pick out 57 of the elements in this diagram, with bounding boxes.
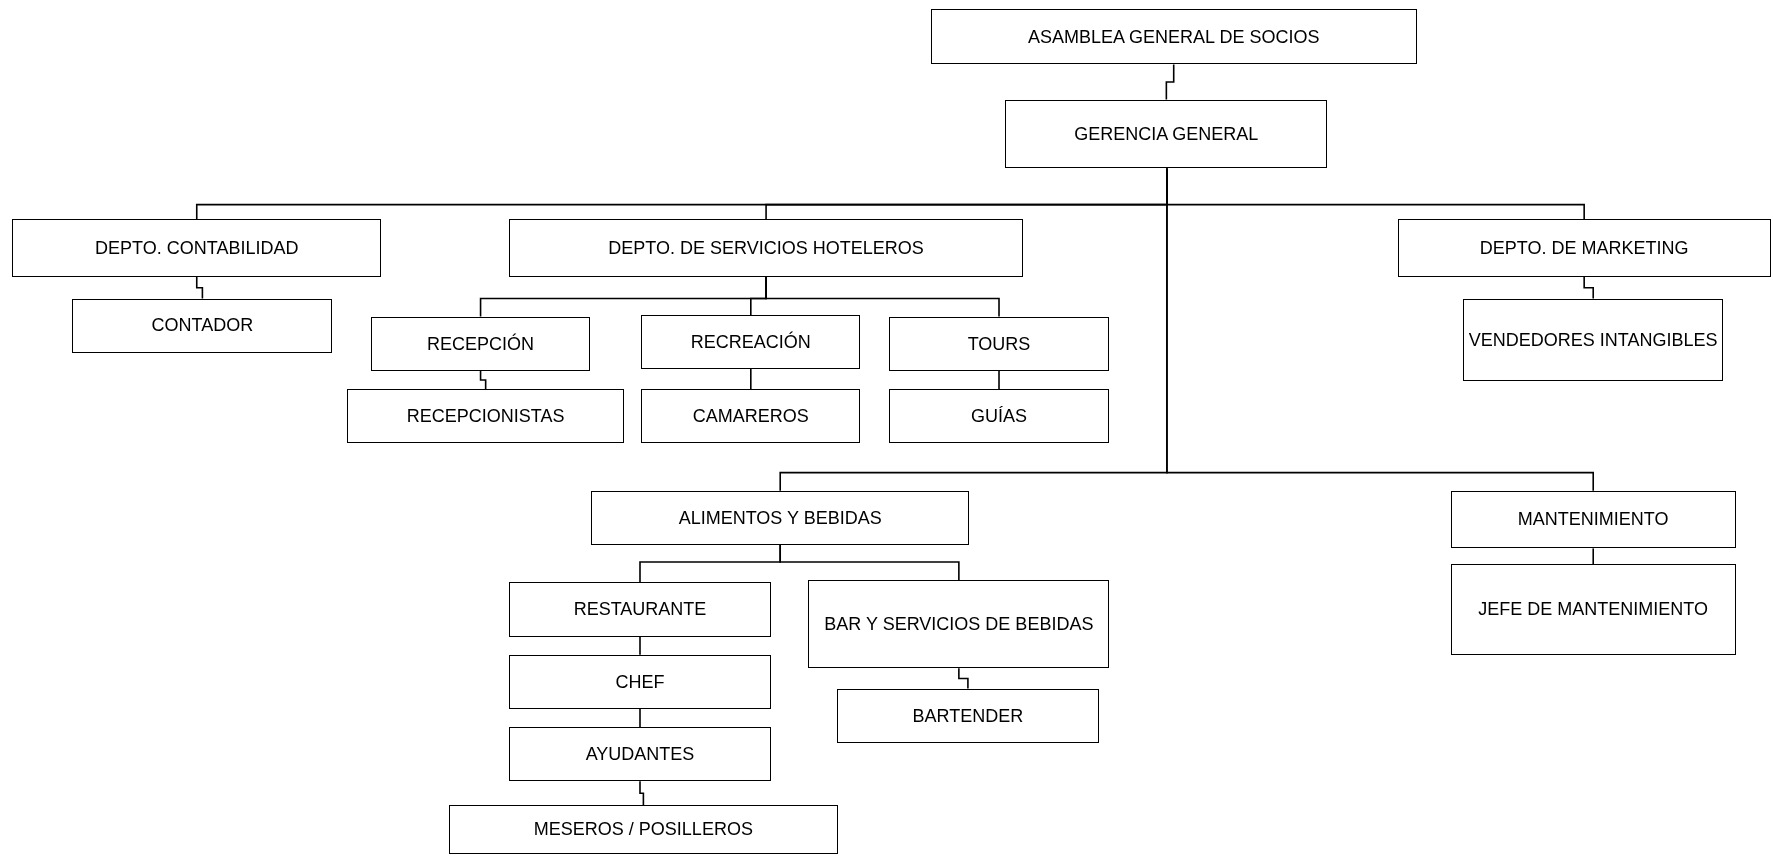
box-label: ALIMENTOS Y BEBIDAS <box>677 506 883 530</box>
org-box <box>808 580 1110 669</box>
org-box <box>1397 219 1771 277</box>
box-label: DEPTO. DE SERVICIOS HOTELEROS <box>607 237 925 261</box>
connector-line <box>1592 547 1594 566</box>
org-box <box>370 316 591 371</box>
box-label: DEPTO. DE MARKETING <box>1478 237 1690 261</box>
box-label: AYUDANTES <box>584 743 696 767</box>
box-label: RECREACIÓN <box>689 330 812 354</box>
org-box <box>72 298 333 353</box>
org-box <box>508 582 772 637</box>
box-label: CAMAREROS <box>691 404 810 428</box>
org-box <box>888 388 1110 444</box>
connector-line <box>958 667 969 690</box>
connector-line <box>639 635 641 656</box>
connector-line <box>998 370 1000 390</box>
org-box <box>1005 99 1328 169</box>
box-label: MANTENIMIENTO <box>1516 508 1670 532</box>
org-box <box>641 388 861 444</box>
box-label: RECEPCIONISTAS <box>405 404 566 428</box>
org-box <box>1463 298 1724 382</box>
org-box <box>508 219 1024 277</box>
box-label: TOURS <box>966 332 1032 356</box>
box-label: JEFE DE MANTENIMIENTO <box>1477 598 1710 622</box>
connector-line <box>1583 276 1594 300</box>
org-box <box>930 9 1417 65</box>
box-label: CONTADOR <box>150 314 255 338</box>
box-label: RESTAURANTE <box>572 598 708 622</box>
box-label: BAR Y SERVICIOS DE BEBIDAS <box>823 613 1095 636</box>
box-label: RECEPCIÓN <box>426 332 536 356</box>
connector-line <box>195 276 204 300</box>
connector-line <box>750 367 752 390</box>
connector-line <box>639 780 645 806</box>
org-box <box>448 805 838 854</box>
box-label: GUÍAS <box>970 404 1028 428</box>
box-label: MESEROS / POSILLEROS <box>532 818 754 842</box>
org-box <box>641 315 861 369</box>
org-box <box>1450 490 1736 549</box>
org-box <box>508 654 772 709</box>
box-label: VENDEDORES INTANGIBLES <box>1467 328 1719 352</box>
box-label: GERENCIA GENERAL <box>1073 122 1260 146</box>
org-box <box>508 727 772 782</box>
box-label: ASAMBLEA GENERAL DE SOCIOS <box>1026 25 1321 49</box>
org-box <box>1450 564 1736 655</box>
connector-line <box>1165 63 1175 101</box>
connector-line <box>779 544 960 581</box>
box-label: BARTENDER <box>911 704 1025 728</box>
org-box <box>836 688 1100 743</box>
box-label: DEPTO. CONTABILIDAD <box>94 237 300 261</box>
box-label: CHEF <box>614 670 666 694</box>
connector-line <box>765 276 1000 318</box>
org-box <box>591 490 970 545</box>
connector-line <box>479 370 487 390</box>
org-box <box>12 219 382 277</box>
connector-line <box>639 708 641 728</box>
org-box <box>888 316 1110 371</box>
org-box <box>347 388 625 444</box>
